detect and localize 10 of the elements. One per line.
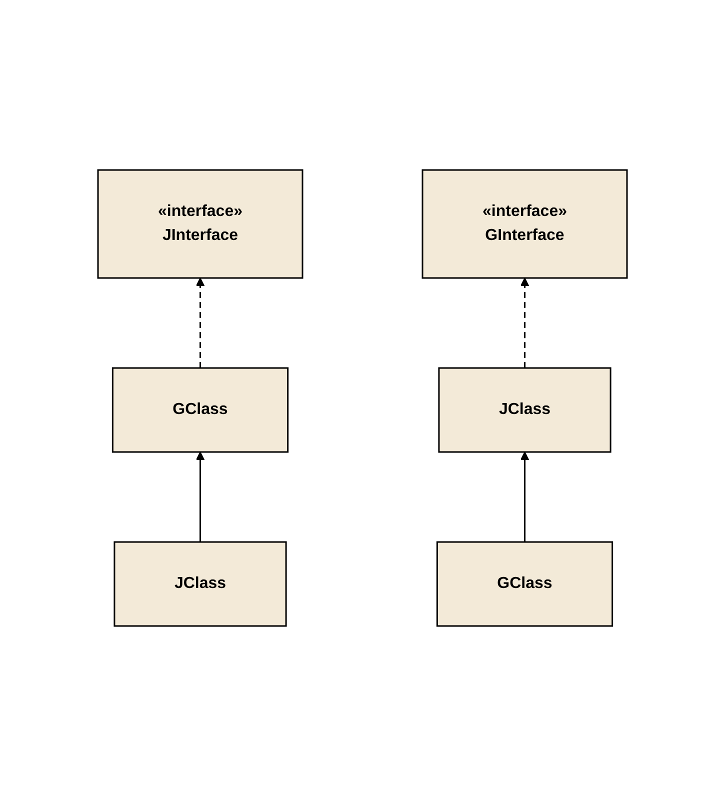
node-box: «interface» GInterface — [421, 168, 628, 278]
node-box: GClass — [436, 540, 613, 626]
node-box: «interface» JInterface — [96, 168, 303, 278]
node-box: JClass — [113, 540, 286, 626]
arrow — [195, 277, 204, 368]
arrow — [195, 451, 204, 542]
node-box: JClass — [438, 366, 611, 452]
node-box: GClass — [111, 366, 288, 452]
arrow — [520, 277, 529, 368]
arrow — [520, 451, 529, 542]
